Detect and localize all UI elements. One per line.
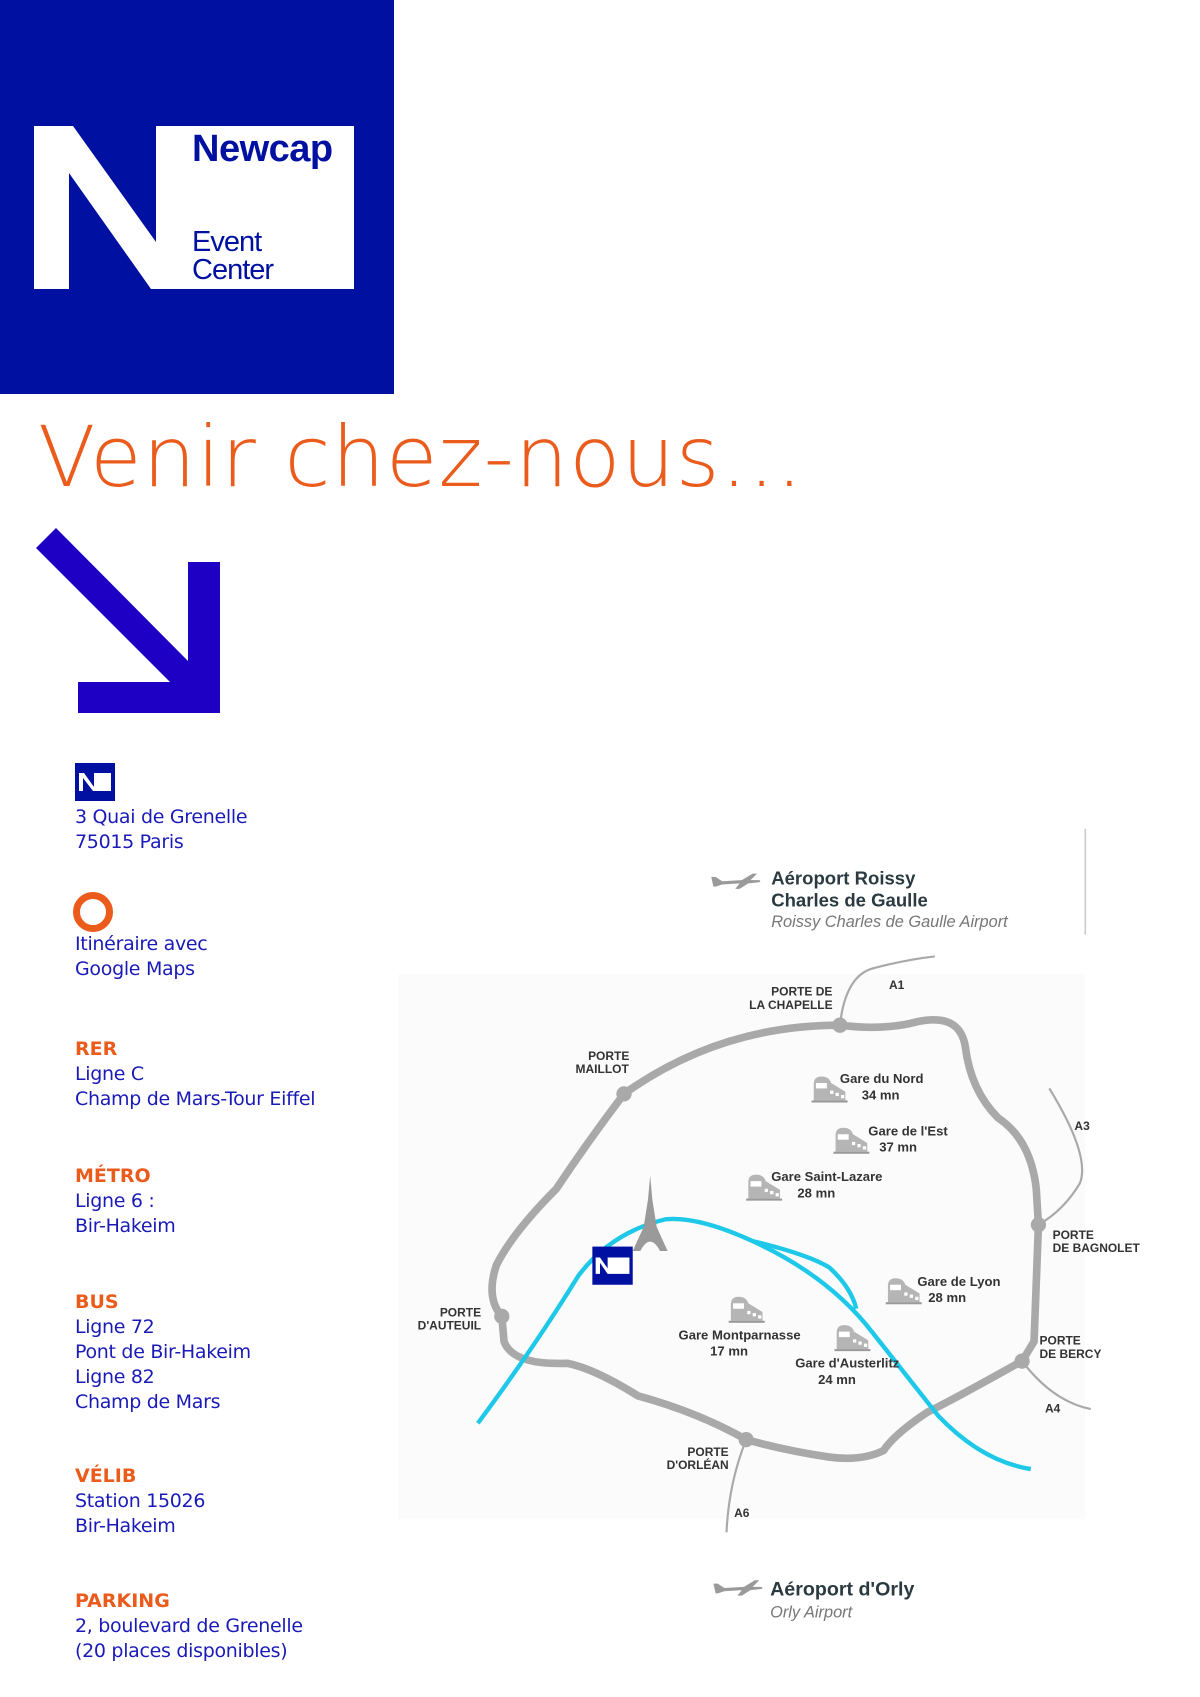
station-time-saint-lazare: 28 mn <box>797 1185 835 1200</box>
metro-line1: Ligne 6 : <box>75 1190 155 1212</box>
label-a6: A6 <box>734 1506 750 1520</box>
plane-icon-orly <box>713 1580 763 1596</box>
velib-line1: Station 15026 <box>75 1490 206 1512</box>
bus-block: BUS Ligne 72 Pont de Bir-Hakeim Ligne 82… <box>75 1290 251 1415</box>
bus-heading: BUS <box>75 1291 119 1313</box>
label-porte-bagnolet-1: PORTE <box>1053 1228 1094 1242</box>
logo-subtitle: Event Center <box>192 226 274 286</box>
station-name-montparnasse: Gare Montparnasse <box>679 1327 801 1342</box>
parking-line1: 2, boulevard de Grenelle <box>75 1615 303 1637</box>
label-a1: A1 <box>889 978 905 992</box>
label-porte-bagnolet-2: DE BAGNOLET <box>1053 1241 1141 1255</box>
highway-a4 <box>1021 1360 1091 1411</box>
google-maps-ring-icon[interactable] <box>73 892 113 932</box>
node-porte-bercy <box>1014 1353 1030 1369</box>
cdg-english: Roissy Charles de Gaulle Airport <box>771 913 1009 931</box>
address-line1: 3 Quai de Grenelle <box>75 806 248 828</box>
metro-block: MÉTRO Ligne 6 : Bir-Hakeim <box>75 1164 176 1239</box>
label-porte-maillot-2: MAILLOT <box>576 1062 630 1076</box>
label-porte-auteuil-1: PORTE <box>440 1305 481 1319</box>
station-time-gare-du-nord: 34 mn <box>862 1087 900 1102</box>
river-seine-branch <box>752 1239 859 1310</box>
logo-subtitle-line2: Center <box>192 254 274 286</box>
itinerary-link[interactable]: Itinéraire avec Google Maps <box>75 932 208 982</box>
itinerary-line1[interactable]: Itinéraire avec <box>75 933 208 955</box>
node-porte-auteuil <box>494 1308 510 1325</box>
label-porte-maillot-1: PORTE <box>588 1049 629 1063</box>
plane-icon-cdg <box>711 873 761 889</box>
node-porte-maillot <box>616 1086 632 1102</box>
logo-n-mark <box>34 126 354 289</box>
station-name-gare-de-lyon: Gare de Lyon <box>917 1274 1000 1289</box>
velib-line2: Bir-Hakeim <box>75 1515 176 1537</box>
label-porte-auteuil-2: D'AUTEUIL <box>418 1318 481 1332</box>
cdg-title-line1: Aéroport Roissy <box>771 867 916 888</box>
parking-block: PARKING 2, boulevard de Grenelle (20 pla… <box>75 1589 303 1664</box>
rer-block: RER Ligne C Champ de Mars-Tour Eiffel <box>75 1037 316 1112</box>
station-name-gare-de-l-est: Gare de l'Est <box>868 1123 948 1138</box>
bus-line2: Pont de Bir-Hakeim <box>75 1341 251 1363</box>
parking-line2: (20 places disponibles) <box>75 1640 288 1662</box>
label-a3: A3 <box>1074 1119 1090 1133</box>
bus-line4: Champ de Mars <box>75 1391 221 1413</box>
newcap-logo: Newcap Event Center <box>0 0 394 394</box>
bus-line1: Ligne 72 <box>75 1316 155 1338</box>
rer-heading: RER <box>75 1038 118 1060</box>
bus-line3: Ligne 82 <box>75 1366 155 1388</box>
node-porte-orlean <box>738 1431 754 1448</box>
node-porte-chapelle <box>832 1017 848 1033</box>
label-porte-orlean-1: PORTE <box>687 1445 728 1459</box>
label-porte-bercy-2: DE BERCY <box>1040 1347 1102 1361</box>
orly-title: Aéroport d'Orly <box>770 1579 914 1601</box>
label-porte-chapelle-2: LA CHAPELLE <box>749 998 832 1012</box>
cdg-title-line2: Charles de Gaulle <box>771 889 928 910</box>
rer-line2: Champ de Mars-Tour Eiffel <box>75 1088 316 1110</box>
eiffel-tower-icon <box>632 1175 668 1251</box>
station-time-gare-de-l-est: 37 mn <box>879 1140 917 1155</box>
address-line2: 75015 Paris <box>75 831 184 853</box>
highway-a1 <box>838 955 935 1026</box>
highway-a3 <box>1037 1087 1084 1226</box>
station-name-austerlitz: Gare d'Austerlitz <box>795 1356 900 1371</box>
node-porte-bagnolet <box>1030 1217 1047 1233</box>
label-a4: A4 <box>1045 1401 1061 1415</box>
station-time-austerlitz: 24 mn <box>818 1372 856 1387</box>
page-title: Venir chez-nous... <box>38 408 804 506</box>
station-name-gare-du-nord: Gare du Nord <box>840 1071 924 1086</box>
label-porte-bercy-1: PORTE <box>1040 1334 1081 1348</box>
logo-brand: Newcap <box>192 128 333 170</box>
velib-heading: VÉLIB <box>75 1465 137 1487</box>
highway-a6 <box>725 1439 748 1533</box>
velib-block: VÉLIB Station 15026 Bir-Hakeim <box>75 1464 205 1539</box>
station-time-montparnasse: 17 mn <box>710 1344 748 1359</box>
metro-heading: MÉTRO <box>75 1165 151 1187</box>
peripherique-ring <box>488 1015 1043 1463</box>
rer-line1: Ligne C <box>75 1063 144 1085</box>
orly-english: Orly Airport <box>770 1603 853 1621</box>
label-porte-orlean-2: D'ORLÉAN <box>667 1457 729 1472</box>
address-block: 3 Quai de Grenelle 75015 Paris <box>75 805 248 855</box>
newcap-location-marker[interactable] <box>592 1246 633 1285</box>
station-name-saint-lazare: Gare Saint-Lazare <box>771 1169 882 1184</box>
itinerary-line2[interactable]: Google Maps <box>75 958 195 980</box>
newcap-mini-logo-icon <box>75 763 115 801</box>
station-time-gare-de-lyon: 28 mn <box>928 1290 966 1305</box>
logo-subtitle-line1: Event <box>192 226 262 258</box>
arrow-down-right-icon <box>36 528 220 713</box>
parking-heading: PARKING <box>75 1590 170 1612</box>
label-porte-chapelle-1: PORTE DE <box>771 985 832 999</box>
metro-line2: Bir-Hakeim <box>75 1215 176 1237</box>
